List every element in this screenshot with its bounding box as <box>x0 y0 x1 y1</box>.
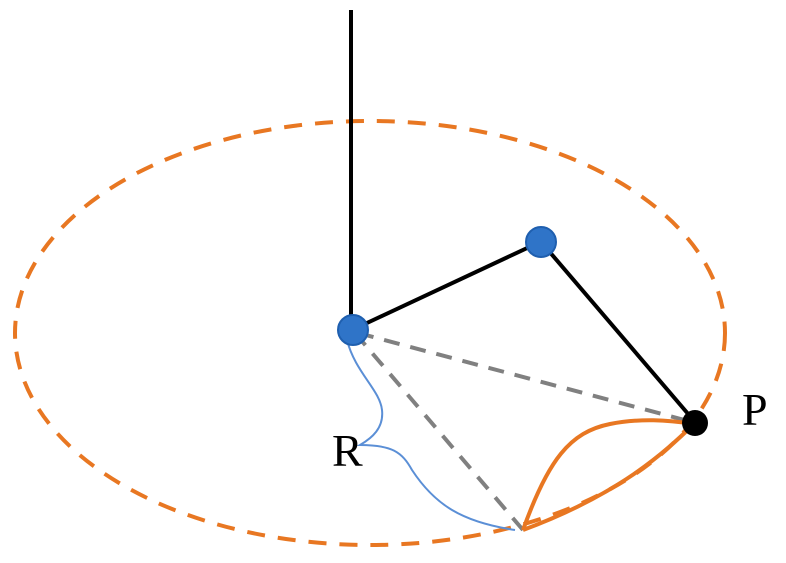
radius-brace <box>346 339 516 531</box>
base-joint <box>337 314 369 346</box>
end-effector-path <box>521 418 699 532</box>
point-label-p: P <box>742 384 768 435</box>
end-point-p <box>682 410 708 436</box>
radius-label-r: R <box>332 425 363 476</box>
radius-guide-to-p <box>357 331 693 424</box>
reach-ellipse <box>13 119 727 547</box>
arm-segment-1 <box>351 240 541 332</box>
arm-segment-2 <box>540 241 697 424</box>
elbow-joint <box>525 226 557 258</box>
